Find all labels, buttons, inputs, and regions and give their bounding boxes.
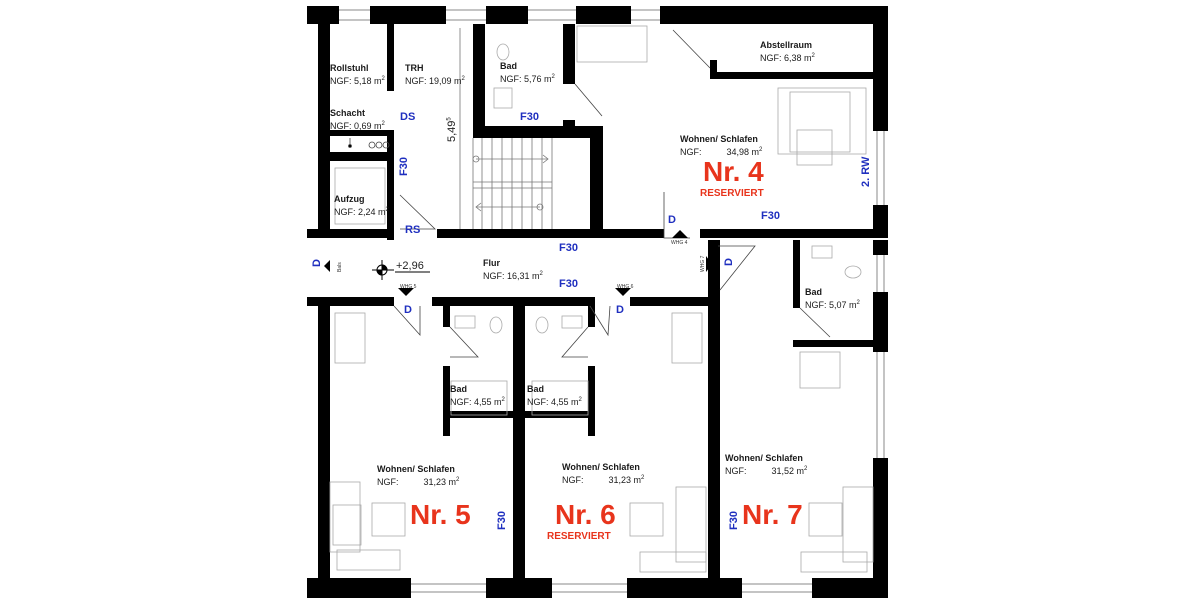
- marker-f30-nr7: F30: [728, 511, 740, 530]
- label-whg6: WHG 6: [617, 284, 634, 290]
- label-whg7: WHG 7: [700, 255, 706, 272]
- unit-number-7: Nr. 7: [742, 499, 803, 530]
- elevation-label: +2,96: [396, 260, 424, 272]
- marker-f30-nr4: F30: [761, 210, 780, 222]
- door-marker-whg5: D: [404, 304, 412, 316]
- furniture: [329, 25, 874, 573]
- marker-f30-flur-top: F30: [559, 242, 578, 254]
- unit-status-6: RESERVIERT: [547, 531, 611, 542]
- windows: [339, 9, 885, 593]
- marker-f30-nr5: F30: [496, 511, 508, 530]
- schacht-symbols: [348, 138, 390, 149]
- unit-number-4: Nr. 4: [703, 156, 764, 187]
- door-marker-left: D: [311, 259, 323, 267]
- door-marker-whg6: D: [616, 304, 624, 316]
- unit-number-6: Nr. 6: [555, 499, 616, 530]
- label-whg4: WHG 4: [671, 240, 688, 246]
- door-marker-whg7: D: [723, 258, 735, 266]
- unit-status-4: RESERVIERT: [700, 188, 764, 199]
- door-marker-whg4: D: [668, 214, 676, 226]
- marker-2rw: 2. RW: [860, 156, 872, 187]
- label-whg5: WHG 5: [400, 284, 417, 290]
- direction-arrows: [324, 230, 712, 296]
- walls: [307, 6, 888, 598]
- marker-f30-trh: F30: [398, 157, 410, 176]
- dimension-stair: 5,495: [446, 117, 458, 142]
- marker-ds: DS: [400, 111, 416, 123]
- marker-f30-bad: F30: [520, 111, 539, 123]
- marker-rs: RS: [405, 224, 421, 236]
- marker-f30-flur-bottom: F30: [559, 278, 578, 290]
- label-bals: Bals: [337, 262, 343, 272]
- elevation-marker: [372, 260, 430, 280]
- staircase: [459, 28, 553, 229]
- unit-number-5: Nr. 5: [410, 499, 471, 530]
